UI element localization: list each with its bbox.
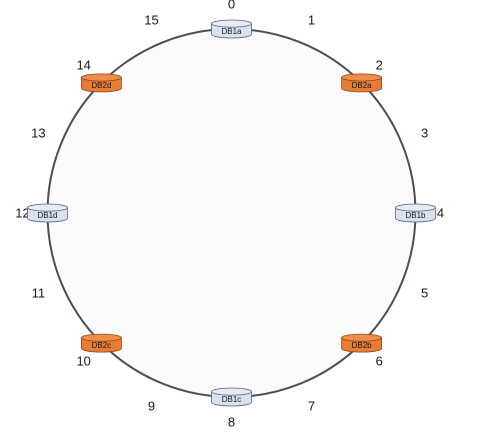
database-cylinder-icon (80, 337, 122, 353)
ring-position-label: 4 (437, 206, 444, 221)
ring-position-label: 9 (148, 399, 155, 414)
database-node-db2c: DB2c (80, 333, 122, 353)
ring-position-label: 5 (421, 286, 428, 301)
database-node-label: DB1c (222, 395, 242, 404)
database-node-db1d: DB1d (27, 203, 68, 223)
database-cylinder-top (341, 333, 383, 342)
database-cylinder-icon (211, 23, 252, 39)
ring-position-label: 7 (308, 399, 315, 414)
database-cylinder-icon (211, 391, 252, 407)
ring-position-label: 14 (76, 58, 90, 73)
database-node-label: DB1b (405, 211, 426, 220)
database-node-label: DB2d (91, 81, 111, 90)
ring-position-label: 12 (15, 206, 29, 221)
database-cylinder-top (211, 19, 252, 28)
database-cylinder-icon (341, 77, 383, 93)
database-cylinder-top (395, 203, 436, 212)
database-cylinder-icon (395, 207, 436, 223)
database-cylinder-top (211, 387, 252, 396)
database-node-label: DB1a (221, 27, 242, 36)
database-cylinder-top (80, 73, 122, 82)
database-node-label: DB2a (352, 81, 373, 90)
ring-position-label: 10 (76, 353, 90, 368)
database-node-db1c: DB1c (211, 387, 252, 407)
ring-position-label: 6 (376, 353, 383, 368)
ring-position-label: 3 (421, 126, 428, 141)
database-cylinder-icon (341, 337, 383, 353)
database-node-db2d: DB2d (80, 73, 122, 93)
database-node-db1a: DB1a (211, 19, 252, 39)
ring-position-label: 2 (376, 58, 383, 73)
database-cylinder-icon (80, 77, 122, 93)
database-node-label: DB2b (352, 341, 373, 350)
ring-position-label: 1 (308, 12, 315, 27)
database-node-label: DB2c (92, 341, 112, 350)
ring-position-label: 11 (32, 286, 46, 301)
database-cylinder-icon (27, 207, 68, 223)
ring-position-label: 15 (144, 12, 158, 27)
database-node-db2b: DB2b (341, 333, 383, 353)
database-node-db2a: DB2a (341, 73, 383, 93)
ring-position-label: 13 (31, 126, 45, 141)
ring-position-label: 8 (228, 415, 235, 430)
database-cylinder-top (27, 203, 68, 212)
database-node-label: DB1d (37, 211, 57, 220)
database-node-db1b: DB1b (395, 203, 436, 223)
database-cylinder-top (80, 333, 122, 342)
database-cylinder-top (341, 73, 383, 82)
ring-position-label: 0 (228, 0, 235, 12)
